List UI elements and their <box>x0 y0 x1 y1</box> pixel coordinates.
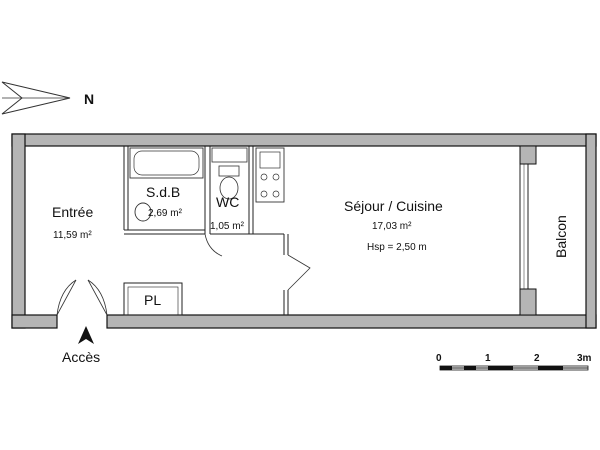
kitchen-door <box>287 254 311 291</box>
entry-door <box>56 279 77 316</box>
doors <box>56 233 311 316</box>
north-label: N <box>84 91 94 107</box>
scale-tick-1: 1 <box>485 353 491 364</box>
scale-tick-0: 0 <box>436 353 442 364</box>
room-name-sejour: Séjour / Cuisine <box>344 198 443 214</box>
sink-icon <box>134 202 152 222</box>
scale-tick-3: 3m <box>577 353 592 364</box>
room-name-wc: WC <box>216 194 239 210</box>
room-name-placard: PL <box>144 292 161 308</box>
access-arrow-icon <box>78 326 94 344</box>
room-area-wc: 1,05 m² <box>210 221 245 232</box>
room-labels: Entrée 11,59 m² S.d.B 2,69 m² WC 1,05 m²… <box>52 184 569 308</box>
scale-tick-2: 2 <box>534 353 540 364</box>
toilet-icon <box>218 165 240 177</box>
fixtures <box>129 147 285 222</box>
access-label: Accès <box>62 349 100 365</box>
room-name-entree: Entrée <box>52 204 93 220</box>
room-area-sdb: 2,69 m² <box>148 208 183 219</box>
room-name-sdb: S.d.B <box>146 184 180 200</box>
stove-icon <box>255 147 285 203</box>
room-area-sejour: 17,03 m² <box>372 221 412 232</box>
room-name-balcon: Balcon <box>553 215 569 258</box>
access-marker: Accès <box>62 326 100 365</box>
compass: N <box>1 81 94 115</box>
interior-walls <box>123 145 537 316</box>
bathtub-icon <box>129 147 204 179</box>
room-height-sejour: Hsp = 2,50 m <box>367 242 427 253</box>
scale-bar: 0 1 2 3m <box>436 353 592 371</box>
outer-walls <box>11 133 597 329</box>
room-area-entree: 11,59 m² <box>53 230 92 241</box>
